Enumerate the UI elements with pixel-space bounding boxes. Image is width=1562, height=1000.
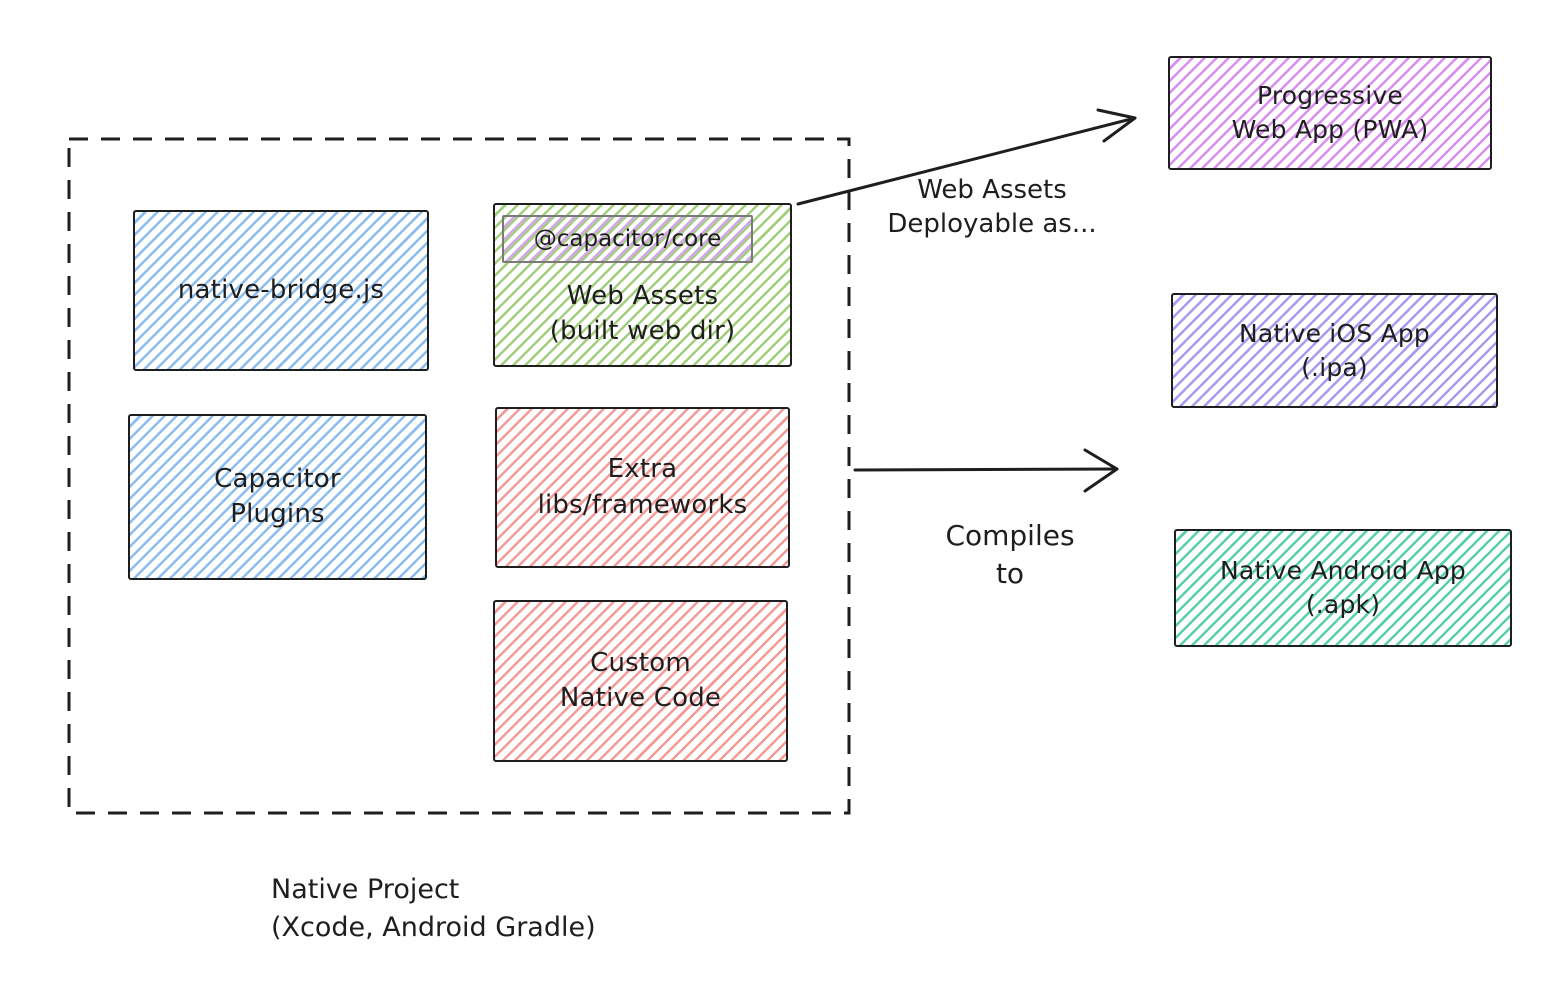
native-project-caption: Native Project (Xcode, Android Gradle) bbox=[271, 871, 691, 947]
native-android-output-box: Native Android App (.apk) bbox=[1174, 529, 1512, 647]
native-android-label-line1: Native Android App bbox=[1220, 556, 1466, 586]
custom-native-code-label-line2: Native Code bbox=[559, 683, 722, 713]
native-android-label-line2: (.apk) bbox=[1305, 590, 1381, 619]
native-ios-output-box: Native iOS App (.ipa) bbox=[1171, 293, 1498, 408]
compile-arrow-label-line2: to bbox=[995, 556, 1025, 590]
capacitor-plugins-box: Capacitor Plugins bbox=[128, 414, 427, 580]
deploy-arrow-label-line2: Deployable as... bbox=[887, 208, 1097, 239]
capacitor-core-chip: @capacitor/core bbox=[502, 215, 753, 263]
pwa-label-line2: Web App (PWA) bbox=[1231, 115, 1429, 144]
deploy-arrow-head bbox=[1096, 108, 1137, 143]
compile-arrow-head bbox=[1083, 448, 1119, 493]
deploy-arrow-label-line1: Web Assets bbox=[917, 175, 1067, 205]
extra-libs-label-line1: Extra bbox=[607, 454, 678, 485]
native-project-caption-line2: (Xcode, Android Gradle) bbox=[271, 911, 596, 943]
native-bridge-box: native-bridge.js bbox=[133, 210, 429, 371]
compile-arrow-label: Compiles to bbox=[935, 517, 1085, 593]
capacitor-plugins-label-line2: Plugins bbox=[230, 499, 325, 529]
deploy-arrow-shaft bbox=[796, 116, 1137, 206]
native-ios-label-line2: (.ipa) bbox=[1301, 352, 1368, 382]
native-ios-label-line1: Native iOS App bbox=[1239, 318, 1430, 348]
capacitor-plugins-label-line1: Capacitor bbox=[214, 463, 341, 494]
custom-native-code-label-line1: Custom bbox=[590, 647, 691, 678]
deploy-arrow-label: Web Assets Deployable as... bbox=[872, 174, 1112, 242]
web-assets-label-line2: (built web dir) bbox=[549, 316, 736, 346]
compile-arrow-label-line1: Compiles bbox=[945, 519, 1075, 552]
web-assets-label-line1: Web Assets bbox=[566, 280, 719, 311]
custom-native-code-box: Custom Native Code bbox=[493, 600, 788, 762]
capacitor-core-label: @capacitor/core bbox=[533, 226, 722, 252]
deploy-arrow bbox=[796, 108, 1137, 206]
compile-arrow bbox=[853, 448, 1119, 493]
pwa-output-box: Progressive Web App (PWA) bbox=[1168, 56, 1492, 170]
pwa-label-line1: Progressive bbox=[1256, 81, 1403, 111]
extra-libs-label-line2: libs/frameworks bbox=[537, 489, 748, 520]
compile-arrow-shaft bbox=[853, 467, 1119, 472]
web-assets-box: @capacitor/core Web Assets (built web di… bbox=[493, 203, 792, 367]
native-project-dashed-border bbox=[67, 137, 851, 815]
extra-libs-box: Extra libs/frameworks bbox=[495, 407, 790, 568]
native-bridge-label: native-bridge.js bbox=[177, 274, 385, 305]
native-project-caption-line1: Native Project bbox=[271, 874, 460, 905]
